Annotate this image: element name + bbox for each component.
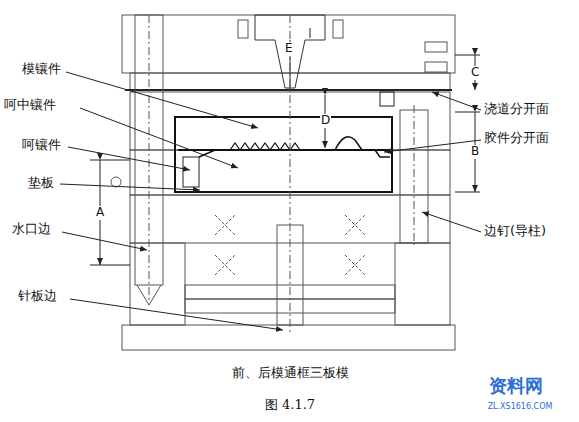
watermark: ZL.XS1616.COM [488, 402, 553, 411]
part-label: 浇道分开面 [484, 102, 549, 117]
part-label: 针板边 [18, 289, 57, 304]
watermark: 资料网 [489, 376, 543, 397]
dimension-letter: E [284, 42, 294, 56]
figure-number: 图 4.1.7 [265, 398, 315, 413]
figure-caption: 前、后模通框三板模 [232, 366, 349, 381]
part-label: 边钉(导柱) [484, 224, 546, 239]
dimension-letter: A [95, 206, 105, 220]
part-label: 水口边 [12, 222, 51, 237]
dimension-letter: B [470, 145, 480, 159]
part-label: 胶件分开面 [484, 131, 549, 146]
part-label: 垫板 [28, 176, 54, 191]
part-label: 呵镶件 [22, 138, 61, 153]
dimension-letter: D [320, 114, 331, 128]
part-label: 模镶件 [22, 62, 61, 77]
dimension-letter: C [470, 66, 480, 80]
part-label: 呵中镶件 [4, 98, 56, 113]
